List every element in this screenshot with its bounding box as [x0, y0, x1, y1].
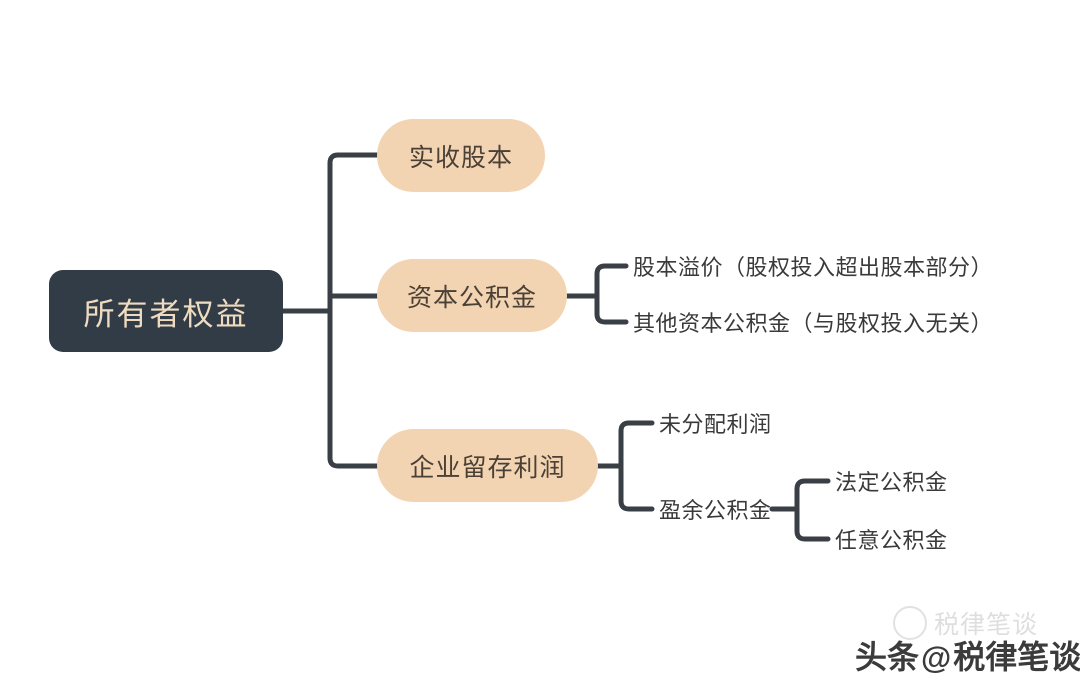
connector-retained-bracket	[618, 420, 655, 512]
watermark-platform-name: 头条	[855, 639, 920, 675]
branch-node-capital-reserve[interactable]: 资本公积金	[377, 259, 567, 332]
branch-node-retained-earnings[interactable]: 企业留存利润	[377, 429, 598, 502]
leaf-discretionary-reserve: 任意公积金	[835, 528, 948, 553]
connector-main-bracket	[327, 152, 388, 469]
leaf-undistributed-profit: 未分配利润	[659, 412, 772, 437]
leaf-other-capital-reserve: 其他资本公积金（与股权投入无关）	[633, 311, 994, 336]
leaf-share-premium: 股本溢价（股权投入超出股本部分）	[633, 255, 994, 280]
watermark-account-name: 税律笔谈	[953, 639, 1080, 675]
connector-surplus-bracket	[794, 478, 831, 542]
watermark-attribution: 头条 @ 税律笔谈	[855, 632, 1080, 678]
root-node-owners-equity[interactable]: 所有者权益	[49, 270, 283, 352]
leaf-statutory-reserve: 法定公积金	[835, 470, 948, 495]
leaf-surplus-reserve: 盈余公积金	[659, 498, 772, 523]
connector-capital-reserve-bracket	[594, 263, 629, 325]
at-symbol-icon: @	[921, 640, 952, 675]
branch-node-paid-in-capital[interactable]: 实收股本	[377, 119, 545, 192]
